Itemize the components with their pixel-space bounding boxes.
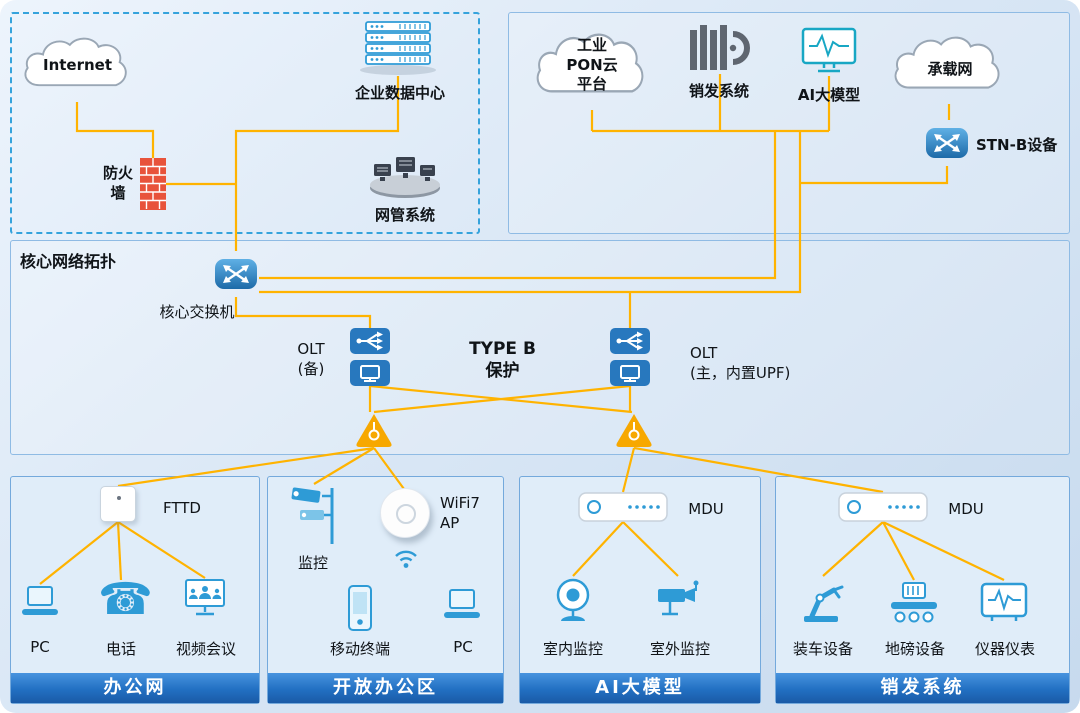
pc-icon bbox=[22, 586, 58, 615]
bearer-cloud-label: 承载网 bbox=[927, 60, 973, 78]
panel-sales-system-title: 销发系统 bbox=[776, 673, 1069, 703]
ai-model-label: AI大模型 bbox=[797, 86, 861, 104]
nms-label: 网管系统 bbox=[374, 206, 435, 224]
mobile-terminal-icon bbox=[348, 585, 372, 631]
firewall-label: 防火 墙 bbox=[102, 164, 133, 202]
weighbridge-label: 地磅设备 bbox=[884, 640, 945, 658]
fttd-label: FTTD bbox=[163, 499, 201, 517]
datacenter-icon bbox=[360, 21, 436, 75]
core-zone-title: 核心网络拓扑 bbox=[20, 252, 117, 271]
mdu-ai-label: MDU bbox=[688, 500, 724, 518]
cctv-camera-icon bbox=[291, 487, 334, 544]
type-b-protection-label: TYPE B 保护 bbox=[469, 339, 536, 382]
outdoor-camera-icon bbox=[658, 580, 699, 616]
datacenter-label: 企业数据中心 bbox=[354, 84, 445, 102]
wifi-ap-label: WiFi7 AP bbox=[440, 494, 480, 532]
sales-system-label: 销发系统 bbox=[688, 82, 749, 100]
core-switch-icon bbox=[215, 259, 257, 289]
internet-label: Internet bbox=[42, 56, 113, 74]
panel-open-office-title: 开放办公区 bbox=[268, 673, 503, 703]
nms-icon bbox=[370, 157, 440, 198]
stn-switch-icon bbox=[926, 128, 968, 158]
cctv-camera-label: 监控 bbox=[297, 554, 328, 572]
indoor-camera-label: 室内监控 bbox=[542, 640, 603, 658]
bearer-cloud-icon bbox=[894, 36, 1000, 89]
laptop-icon bbox=[444, 589, 480, 618]
mdu-ai-icon bbox=[578, 492, 668, 522]
instrument-icon bbox=[980, 582, 1028, 621]
stn-label: STN-B设备 bbox=[976, 136, 1058, 154]
laptop-label: PC bbox=[453, 638, 473, 656]
internet-cloud-icon bbox=[24, 37, 127, 87]
pon-cloud-icon bbox=[536, 33, 644, 93]
panel-office-network-title: 办公网 bbox=[11, 673, 259, 703]
robot-arm-icon bbox=[804, 585, 844, 622]
weighbridge-icon bbox=[891, 582, 937, 623]
panel-ai-model-title: AI大模型 bbox=[520, 673, 760, 703]
ai-model-icon bbox=[801, 27, 857, 73]
fttd-icon bbox=[100, 486, 136, 522]
core-switch-label: 核心交换机 bbox=[159, 303, 235, 321]
sales-system-icon bbox=[690, 25, 750, 70]
wifi-signal-icon bbox=[395, 550, 417, 568]
video-conference-label: 视频会议 bbox=[175, 640, 236, 658]
mobile-terminal-label: 移动终端 bbox=[329, 640, 390, 658]
olt-backup-icon bbox=[350, 328, 390, 386]
pc-label: PC bbox=[30, 638, 50, 656]
splitter-left-icon bbox=[356, 414, 392, 447]
phone-label: 电话 bbox=[105, 640, 136, 658]
phone-icon: ☎ bbox=[98, 574, 153, 625]
indoor-camera-icon bbox=[556, 578, 590, 621]
pon-cloud-label: 工业 PON云 平台 bbox=[566, 36, 618, 93]
robot-arm-label: 装车设备 bbox=[792, 640, 853, 658]
video-conference-icon bbox=[185, 579, 225, 616]
mdu-sales-icon bbox=[838, 492, 928, 522]
olt-backup-label: OLT (备) bbox=[297, 340, 325, 378]
outdoor-camera-label: 室外监控 bbox=[649, 640, 710, 658]
wifi-ap-icon bbox=[380, 488, 430, 538]
olt-primary-label: OLT (主，内置UPF) bbox=[690, 344, 791, 382]
splitter-right-icon bbox=[616, 414, 652, 447]
instrument-label: 仪器仪表 bbox=[974, 640, 1035, 658]
mdu-sales-label: MDU bbox=[948, 500, 984, 518]
olt-primary-icon bbox=[610, 328, 650, 386]
firewall-icon bbox=[140, 158, 166, 210]
